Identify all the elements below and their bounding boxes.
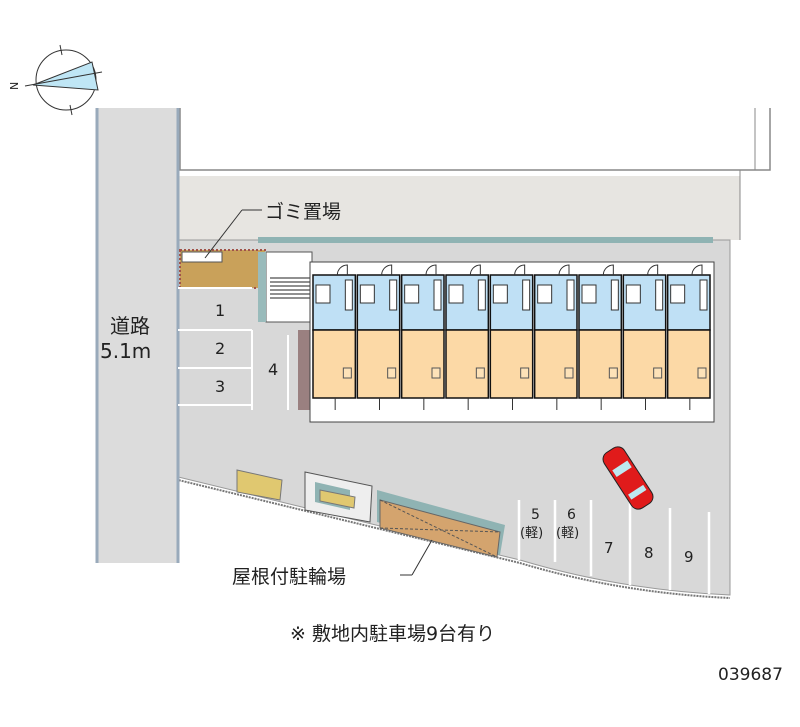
road: 道路 5.1m: [95, 108, 180, 563]
garbage-label: ゴミ置場: [265, 201, 341, 223]
apartment-unit: [312, 264, 357, 410]
parking-space-2: 2: [215, 339, 225, 358]
apartment-unit: [445, 264, 490, 410]
parking-kei-6: (軽): [556, 526, 579, 541]
parking-space-9: 9: [684, 548, 694, 566]
apartment-unit: [666, 264, 711, 410]
apartment-unit: [489, 264, 534, 410]
compass-icon: N: [8, 44, 103, 116]
apartment-building: [298, 261, 715, 423]
apartment-unit: [356, 264, 401, 410]
parking-space-5: 5: [531, 507, 540, 523]
property-id: 039687: [718, 665, 783, 685]
parking-space-4: 4: [268, 360, 278, 379]
parking-space-7: 7: [604, 539, 614, 557]
parking-area-west: [178, 287, 289, 410]
outdoor-storage: [236, 469, 373, 523]
parking-space-1: 1: [215, 301, 225, 320]
parking-space-8: 8: [644, 544, 654, 562]
compass-north-label: N: [8, 82, 21, 90]
parking-kei-5: (軽): [520, 526, 543, 541]
apartment-unit: [622, 264, 667, 410]
site-boundary: [170, 108, 771, 240]
stairs: [258, 251, 313, 323]
bicycle-parking-label: 屋根付駐輪場: [232, 566, 346, 588]
parking-space-6: 6: [567, 507, 576, 523]
parking-space-3: 3: [215, 377, 225, 396]
covered-bicycle-parking: 屋根付駐輪場: [232, 490, 505, 588]
parking-note: ※ 敷地内駐車場9台有り: [290, 623, 495, 645]
road-name: 道路: [110, 314, 150, 338]
car-icon: [602, 446, 654, 510]
apartment-unit: [400, 264, 445, 410]
apartment-unit: [533, 264, 578, 410]
parking-area-east: [517, 500, 711, 594]
apartment-unit: [578, 264, 623, 410]
road-width: 5.1m: [100, 339, 151, 363]
